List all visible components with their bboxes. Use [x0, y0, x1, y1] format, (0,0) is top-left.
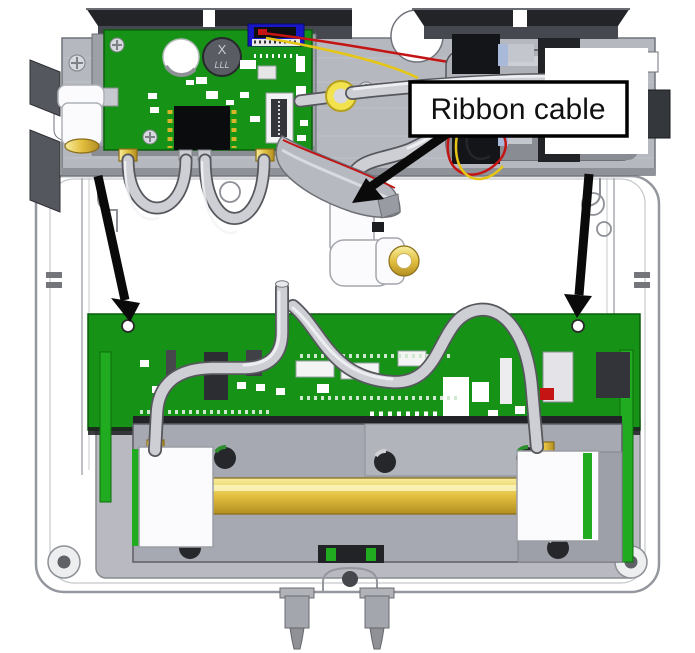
inlet-stub-top [275, 280, 289, 288]
callout-box [408, 80, 629, 138]
left-filter-block [138, 446, 214, 548]
status-led [540, 388, 554, 400]
right-filter-green-strip [583, 453, 592, 539]
gas-port-fittings [279, 587, 395, 650]
svg-text:LLL: LLL [214, 60, 229, 70]
left-elbow-fitting [57, 84, 119, 154]
flange-hole [219, 181, 241, 203]
callout: Ribbon cable [352, 80, 629, 203]
upper-bracket-assembly: X LLL [29, 8, 671, 322]
connector-wire-yellow [265, 36, 419, 80]
barb-fitting-left [279, 587, 315, 650]
pcb-screw-hole-right [571, 319, 585, 333]
power-ic [167, 106, 237, 150]
callout-label: Ribbon cable [430, 93, 605, 126]
lower-gas-tubes [148, 280, 544, 457]
left-filter-green-strip [132, 449, 140, 546]
assembly-arrow-right [564, 173, 594, 318]
inductor: X LLL [202, 37, 242, 77]
callout-arrowhead [352, 178, 384, 203]
left-mount-tabs [29, 59, 61, 213]
right-wall-clip-slot [634, 272, 650, 278]
ffc-connector [265, 92, 294, 144]
barb-fitting-right [359, 587, 395, 650]
top-rail-right [412, 8, 630, 39]
bottom-center-boss [322, 566, 378, 592]
u-shaped-tubes [121, 153, 271, 235]
lower-sensor-assembly [87, 280, 641, 650]
left-edge-pcb [99, 351, 112, 503]
optical-bench-block [132, 416, 623, 563]
gold-sample-tube [191, 477, 571, 515]
left-wall-clip-slot [46, 272, 62, 278]
assembly-arrow-left [93, 175, 140, 322]
pcb-screw-hole-left [121, 319, 135, 333]
svg-text:X: X [218, 42, 227, 57]
